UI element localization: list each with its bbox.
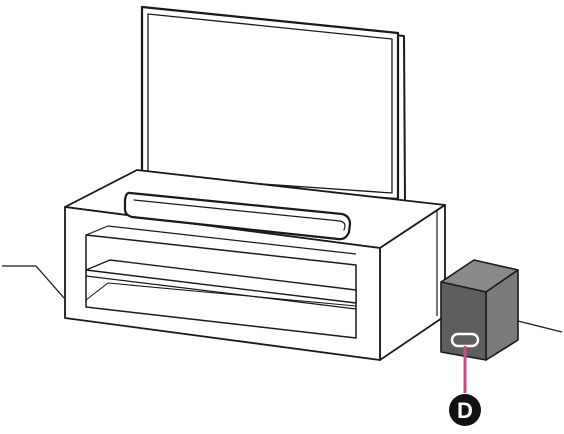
tv-stand-icon	[64, 169, 446, 361]
callout-label: D	[457, 398, 473, 423]
callout-d: D	[449, 346, 481, 426]
callout-badge	[449, 394, 481, 426]
floor-line	[2, 265, 563, 333]
subwoofer-icon	[440, 259, 519, 361]
soundbar-icon	[123, 191, 352, 241]
